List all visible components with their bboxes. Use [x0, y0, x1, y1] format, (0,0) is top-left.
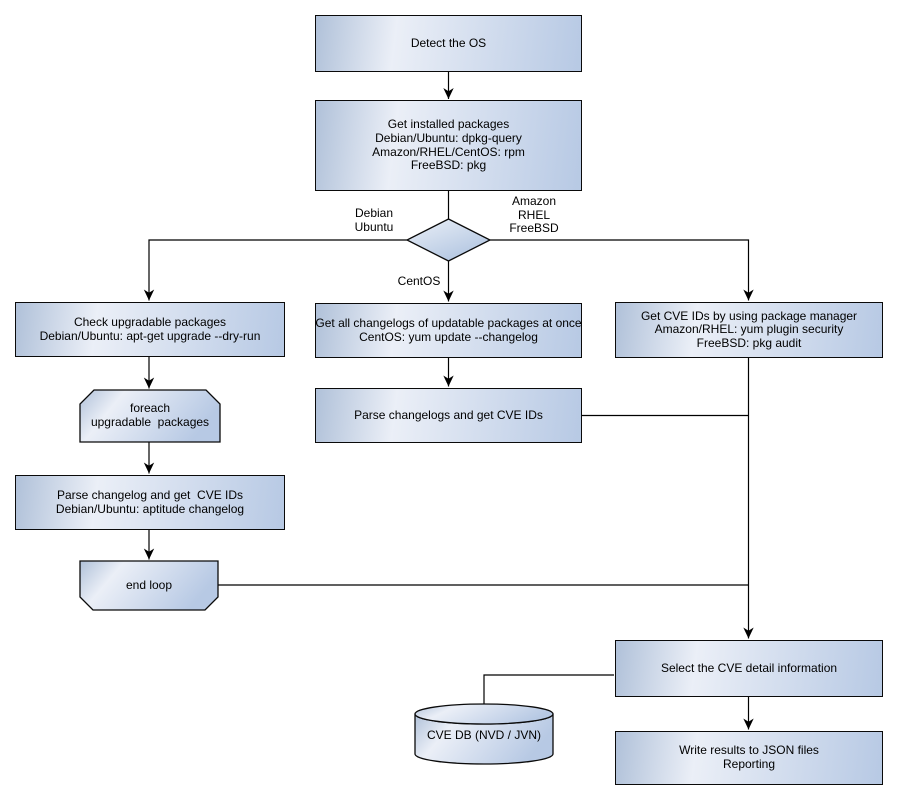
edge-label-centos: CentOS	[397, 274, 441, 288]
edge-cvedb-to-select	[483, 674, 614, 704]
node-parse-changelogs-centos: Parse changelogs and get CVE IDs	[315, 388, 582, 443]
edge-decision-to-get-cve-ids	[490, 239, 754, 301]
node-get-cve-ids-pkg-manager-label: Get CVE IDs by using package manager Ama…	[640, 308, 858, 350]
node-get-all-changelogs: Get all changelogs of updatable packages…	[315, 303, 582, 358]
node-get-installed-packages-label: Get installed packages Debian/Ubuntu: dp…	[372, 117, 525, 173]
node-get-installed-packages: Get installed packages Debian/Ubuntu: dp…	[315, 100, 582, 191]
node-select-cve-detail-label: Select the CVE detail information	[660, 660, 838, 675]
decision-diamond	[405, 218, 492, 262]
end-loop-shape	[79, 560, 219, 611]
node-get-cve-ids-pkg-manager: Get CVE IDs by using package manager Ama…	[615, 302, 883, 358]
edge-label-debian-ubuntu: Debian Ubuntu	[354, 206, 394, 234]
node-parse-changelog-debian: Parse changelog and get CVE IDs Debian/U…	[15, 475, 285, 530]
connectors	[143, 72, 754, 730]
foreach-loop-shape	[79, 389, 221, 443]
edge-label-amazon-rhel-freebsd: Amazon RHEL FreeBSD	[509, 194, 559, 235]
node-write-results: Write results to JSON files Reporting	[615, 731, 883, 785]
node-check-upgradable-packages: Check upgradable packages Debian/Ubuntu:…	[15, 302, 285, 357]
node-detect-os-label: Detect the OS	[410, 35, 487, 50]
node-write-results-label: Write results to JSON files Reporting	[679, 743, 819, 771]
node-detect-os: Detect the OS	[315, 15, 582, 72]
edge-decision-to-check-upgradable	[143, 239, 407, 301]
node-get-all-changelogs-label: Get all changelogs of updatable packages…	[315, 315, 582, 344]
node-parse-changelog-debian-label: Parse changelog and get CVE IDs Debian/U…	[55, 487, 245, 516]
node-parse-changelogs-centos-label: Parse changelogs and get CVE IDs	[354, 407, 543, 422]
cve-db-cylinder-top	[414, 703, 554, 725]
shape-layer	[79, 218, 554, 765]
node-select-cve-detail: Select the CVE detail information	[615, 640, 883, 697]
node-check-upgradable-packages-label: Check upgradable packages Debian/Ubuntu:…	[39, 314, 261, 343]
